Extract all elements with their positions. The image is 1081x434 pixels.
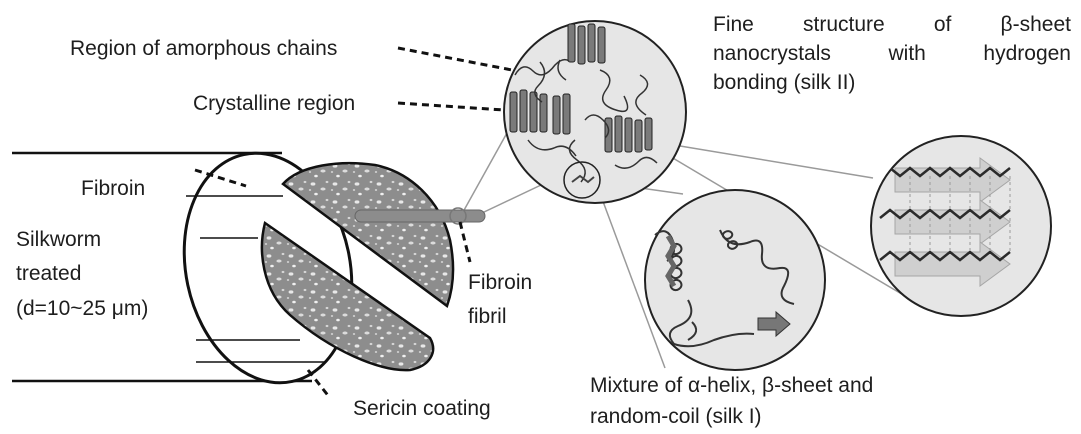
mixture-label-line-2: random-coil (silk I) bbox=[590, 404, 762, 430]
crystalline-leader bbox=[398, 103, 504, 110]
fibroin-label: Fibroin bbox=[81, 176, 145, 202]
fine-structure-line-1: Fine structure of β-sheet bbox=[713, 10, 1071, 39]
sericin-leader bbox=[308, 370, 330, 398]
silkworm-label-line-1: Silkworm bbox=[16, 227, 101, 253]
fine-structure-label: Fine structure of β-sheet nanocrystals w… bbox=[713, 10, 1071, 97]
fine-structure-line-2: nanocrystals with hydrogen bbox=[713, 39, 1071, 68]
silk-i-zoom-circle bbox=[645, 190, 825, 370]
nanocrystal-zoom-circle bbox=[504, 21, 686, 203]
crystalline-region-label: Crystalline region bbox=[193, 91, 355, 117]
amorphous-leader bbox=[398, 48, 512, 70]
amorphous-region-label: Region of amorphous chains bbox=[70, 36, 337, 62]
silkworm-label-line-2: treated bbox=[16, 261, 81, 287]
fine-structure-line-3: bonding (silk II) bbox=[713, 68, 1071, 97]
fibroin-fibril-label-line-2: fibril bbox=[468, 304, 507, 330]
fibril-leader bbox=[460, 222, 470, 262]
silkworm-diameter-label: (d=10~25 μm) bbox=[16, 296, 148, 322]
mixture-label-line-1: Mixture of α-helix, β-sheet and bbox=[590, 373, 873, 399]
fibroin-fibril-label-line-1: Fibroin bbox=[468, 270, 532, 296]
sericin-coating-label: Sericin coating bbox=[353, 396, 491, 422]
beta-sheet-zoom-circle bbox=[871, 136, 1051, 316]
